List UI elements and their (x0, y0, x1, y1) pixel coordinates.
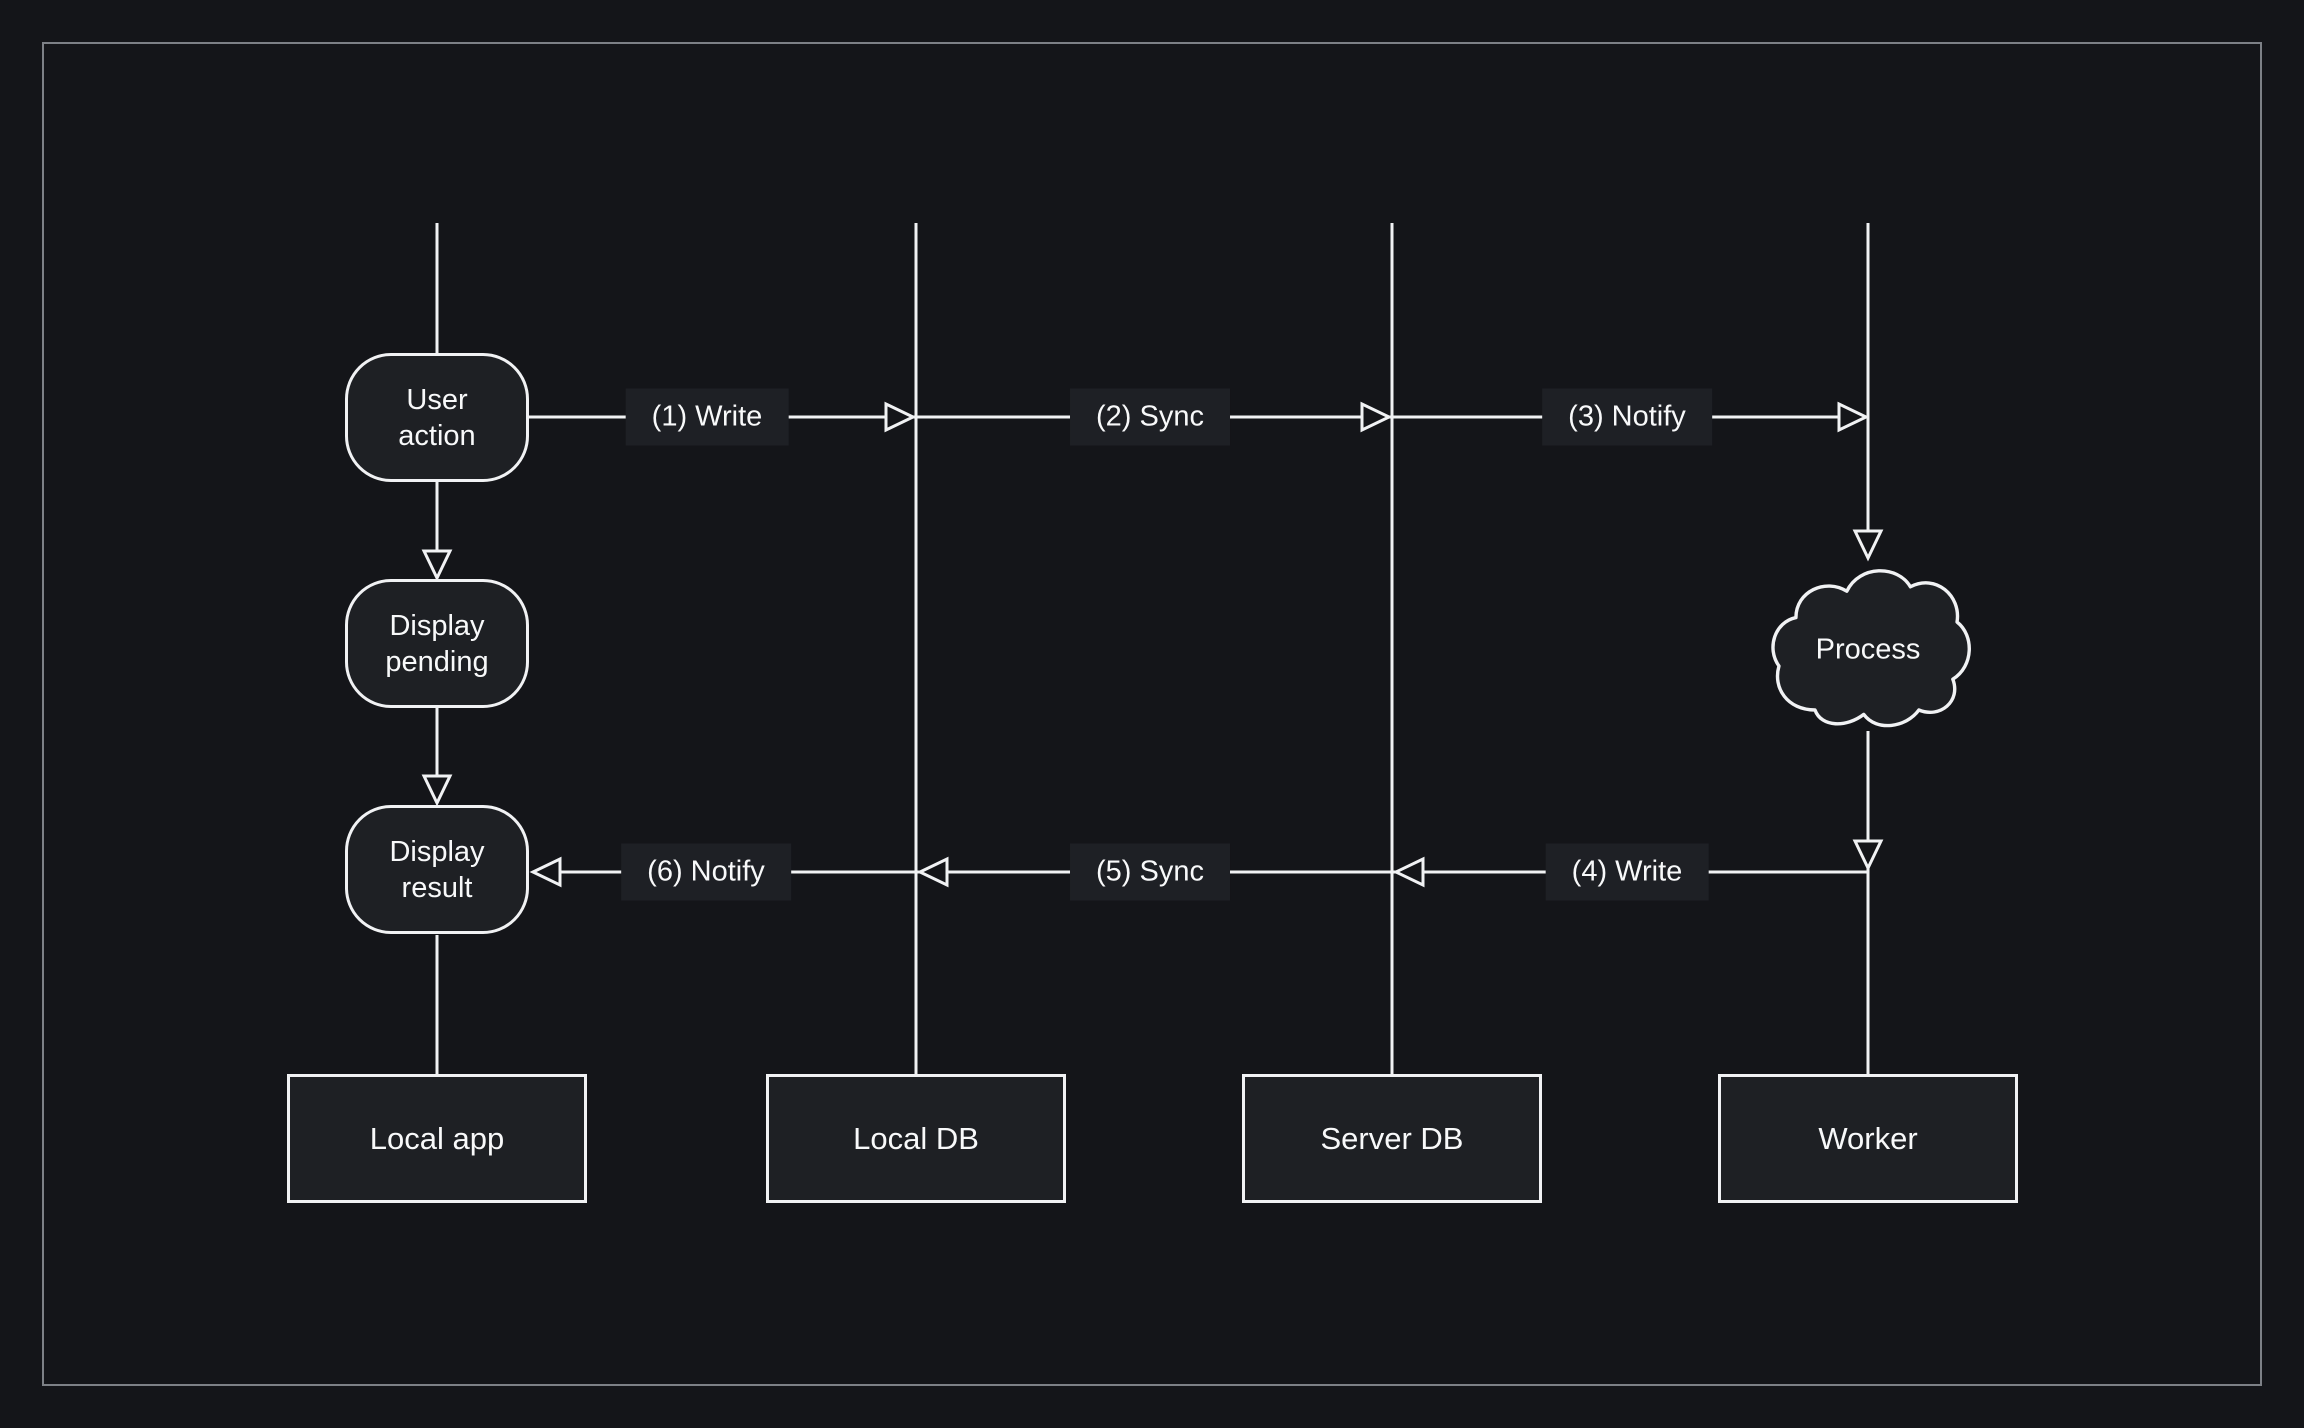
lane-box-local-db[interactable]: Local DB (766, 1074, 1066, 1203)
arrowhead-right-3 (1837, 401, 1870, 433)
node-display-pending-label: Display pending (385, 609, 489, 678)
message-label-2[interactable]: (2) Sync (1070, 388, 1230, 446)
lane-box-local-app[interactable]: Local app (287, 1074, 587, 1203)
arrowhead-left-5 (916, 856, 949, 888)
lane-box-server-db-label: Server DB (1320, 1120, 1464, 1156)
message-label-3[interactable]: (3) Notify (1542, 388, 1712, 446)
message-label-1[interactable]: (1) Write (625, 388, 789, 446)
message-label-5[interactable]: (5) Sync (1070, 843, 1230, 901)
arrowhead-left-4 (1392, 856, 1425, 888)
lane-box-local-db-label: Local DB (853, 1120, 979, 1156)
message-label-6[interactable]: (6) Notify (621, 843, 791, 901)
node-display-result-label: Display result (389, 835, 485, 904)
arrowhead-down-process (1852, 529, 1884, 562)
arrowhead-down-display-result (421, 774, 453, 807)
arrowhead-left-6 (529, 856, 562, 888)
node-process-label[interactable]: Process (1815, 633, 1921, 666)
lane-box-worker[interactable]: Worker (1718, 1074, 2018, 1203)
node-display-result[interactable]: Display result (345, 805, 529, 934)
lane-box-worker-label: Worker (1818, 1120, 1918, 1156)
message-label-4[interactable]: (4) Write (1545, 843, 1709, 901)
arrowhead-right-1 (884, 401, 917, 433)
arrowhead-down-worker-write (1852, 839, 1884, 872)
node-user-action-label: User action (398, 383, 476, 452)
arrowhead-right-2 (1360, 401, 1393, 433)
process-cloud-shape[interactable] (1773, 571, 1969, 726)
node-user-action[interactable]: User action (345, 353, 529, 482)
lane-box-server-db[interactable]: Server DB (1242, 1074, 1542, 1203)
node-display-pending[interactable]: Display pending (345, 579, 529, 708)
lane-box-local-app-label: Local app (369, 1120, 505, 1156)
arrowhead-down-display-pending (421, 549, 453, 582)
